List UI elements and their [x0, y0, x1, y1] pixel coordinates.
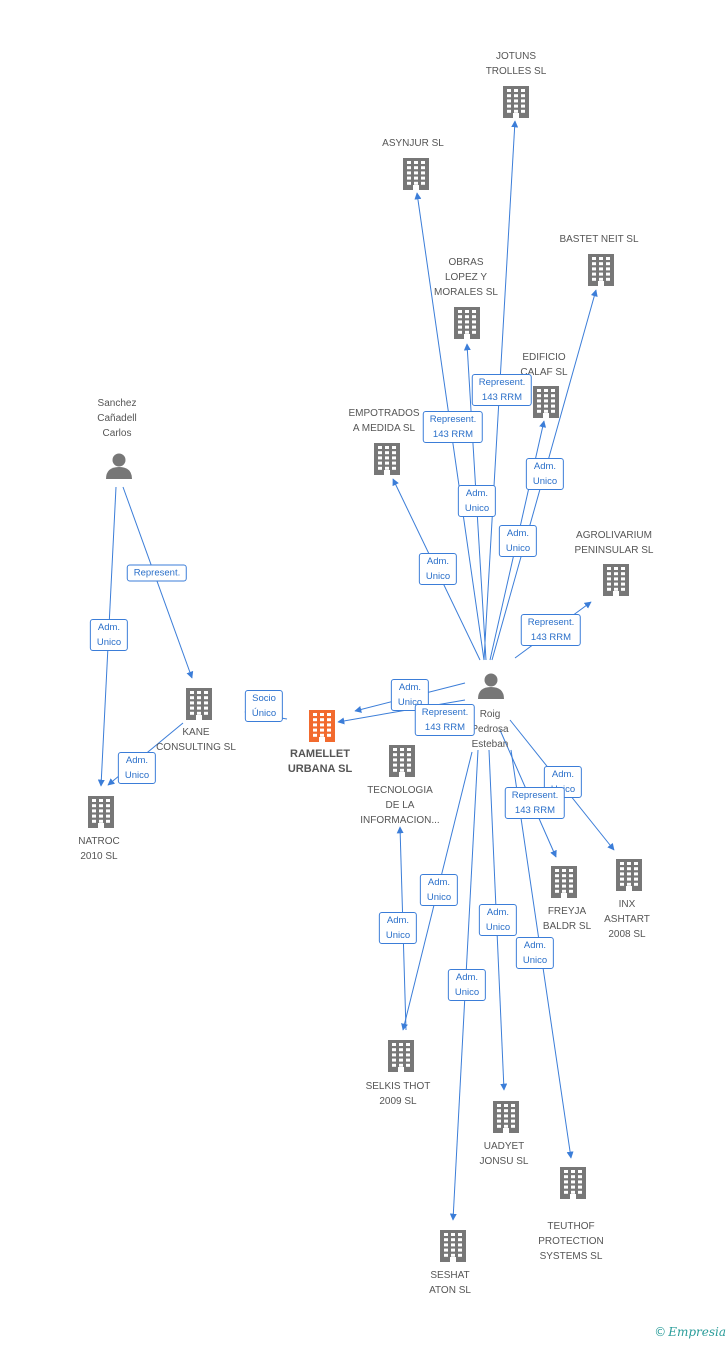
person-icon[interactable]: [106, 453, 132, 480]
edge-label: Represent. 143 RRM: [520, 614, 582, 646]
node-label-natroc[interactable]: NATROC 2010 SL: [78, 836, 120, 862]
node-label-roig[interactable]: Roig Pedrosa Esteban: [471, 709, 509, 750]
node-label-asynjur[interactable]: ASYNJUR SL: [382, 138, 444, 149]
building-icon[interactable]: [560, 1167, 586, 1199]
edge-label: Represent.: [126, 564, 188, 582]
edge-label: Represent. 143 RRM: [471, 374, 533, 406]
building-icon[interactable]: [403, 158, 429, 190]
node-label-bastet[interactable]: BASTET NEIT SL: [559, 234, 639, 245]
node-label-seshat[interactable]: SESHAT ATON SL: [429, 1270, 471, 1296]
node-label-selkis[interactable]: SELKIS THOT 2009 SL: [365, 1081, 431, 1107]
edge-label: Represent. 143 RRM: [414, 704, 476, 736]
node-label-teuthof[interactable]: TEUTHOF PROTECTION SYSTEMS SL: [538, 1221, 604, 1262]
edge-label: Adm. Unico: [378, 912, 418, 944]
node-label-obras[interactable]: OBRAS LOPEZ Y MORALES SL: [434, 257, 498, 298]
building-icon[interactable]: [388, 1040, 414, 1072]
node-label-empotrados[interactable]: EMPOTRADOS A MEDIDA SL: [348, 408, 420, 434]
edge-label: Adm. Unico: [498, 525, 538, 557]
node-label-agrolivarium[interactable]: AGROLIVARIUM PENINSULAR SL: [574, 530, 654, 556]
edge-label: Adm. Unico: [419, 874, 459, 906]
building-icon[interactable]: [389, 745, 415, 777]
edge-label: Adm. Unico: [117, 752, 157, 784]
building-icon[interactable]: [503, 86, 529, 118]
edge-label: Represent. 143 RRM: [504, 787, 566, 819]
edge-label: Adm. Unico: [457, 485, 497, 517]
person-icon[interactable]: [478, 673, 504, 700]
node-label-sanchez[interactable]: Sanchez Cañadell Carlos: [97, 398, 137, 439]
building-icon[interactable]: [616, 859, 642, 891]
building-icon[interactable]: [603, 564, 629, 596]
building-icon[interactable]: [551, 866, 577, 898]
edge-label: Adm. Unico: [525, 458, 565, 490]
building-icon[interactable]: [454, 307, 480, 339]
node-label-uadyet[interactable]: UADYET JONSU SL: [479, 1141, 529, 1167]
edge-label: Adm. Unico: [89, 619, 129, 651]
edge-label: Adm. Unico: [390, 679, 430, 711]
building-icon[interactable]: [374, 443, 400, 475]
building-icon[interactable]: [186, 688, 212, 720]
edge-label: Adm. Unico: [478, 904, 518, 936]
building-icon[interactable]: [309, 710, 335, 742]
building-icon[interactable]: [533, 386, 559, 418]
node-label-freyja[interactable]: FREYJA BALDR SL: [542, 906, 592, 932]
brand-logo: ©Empresia: [654, 1325, 726, 1339]
node-label-jotuns[interactable]: JOTUNS TROLLES SL: [485, 51, 547, 77]
node-label-tecnologia[interactable]: TECNOLOGIA DE LA INFORMACION...: [360, 785, 440, 826]
node-label-inx[interactable]: INX ASHTART 2008 SL: [604, 899, 650, 940]
edge-label: Socio Único: [244, 690, 284, 722]
edge-label: Adm. Unico: [515, 937, 555, 969]
building-icon[interactable]: [88, 796, 114, 828]
node-label-edificio[interactable]: EDIFICIO CALAF SL: [520, 352, 568, 378]
edge-label: Adm. Unico: [447, 969, 487, 1001]
node-label-kane[interactable]: KANE CONSULTING SL: [156, 727, 236, 753]
edge-sanchez-kane: [122, 486, 194, 679]
edge-label: Adm. Unico: [418, 553, 458, 585]
edge-label: Represent. 143 RRM: [422, 411, 484, 443]
building-icon[interactable]: [588, 254, 614, 286]
building-icon[interactable]: [493, 1101, 519, 1133]
edge-roig-ramellet: [337, 699, 466, 725]
node-label-ramellet[interactable]: RAMELLET URBANA SL: [287, 748, 353, 775]
building-icon[interactable]: [440, 1230, 466, 1262]
